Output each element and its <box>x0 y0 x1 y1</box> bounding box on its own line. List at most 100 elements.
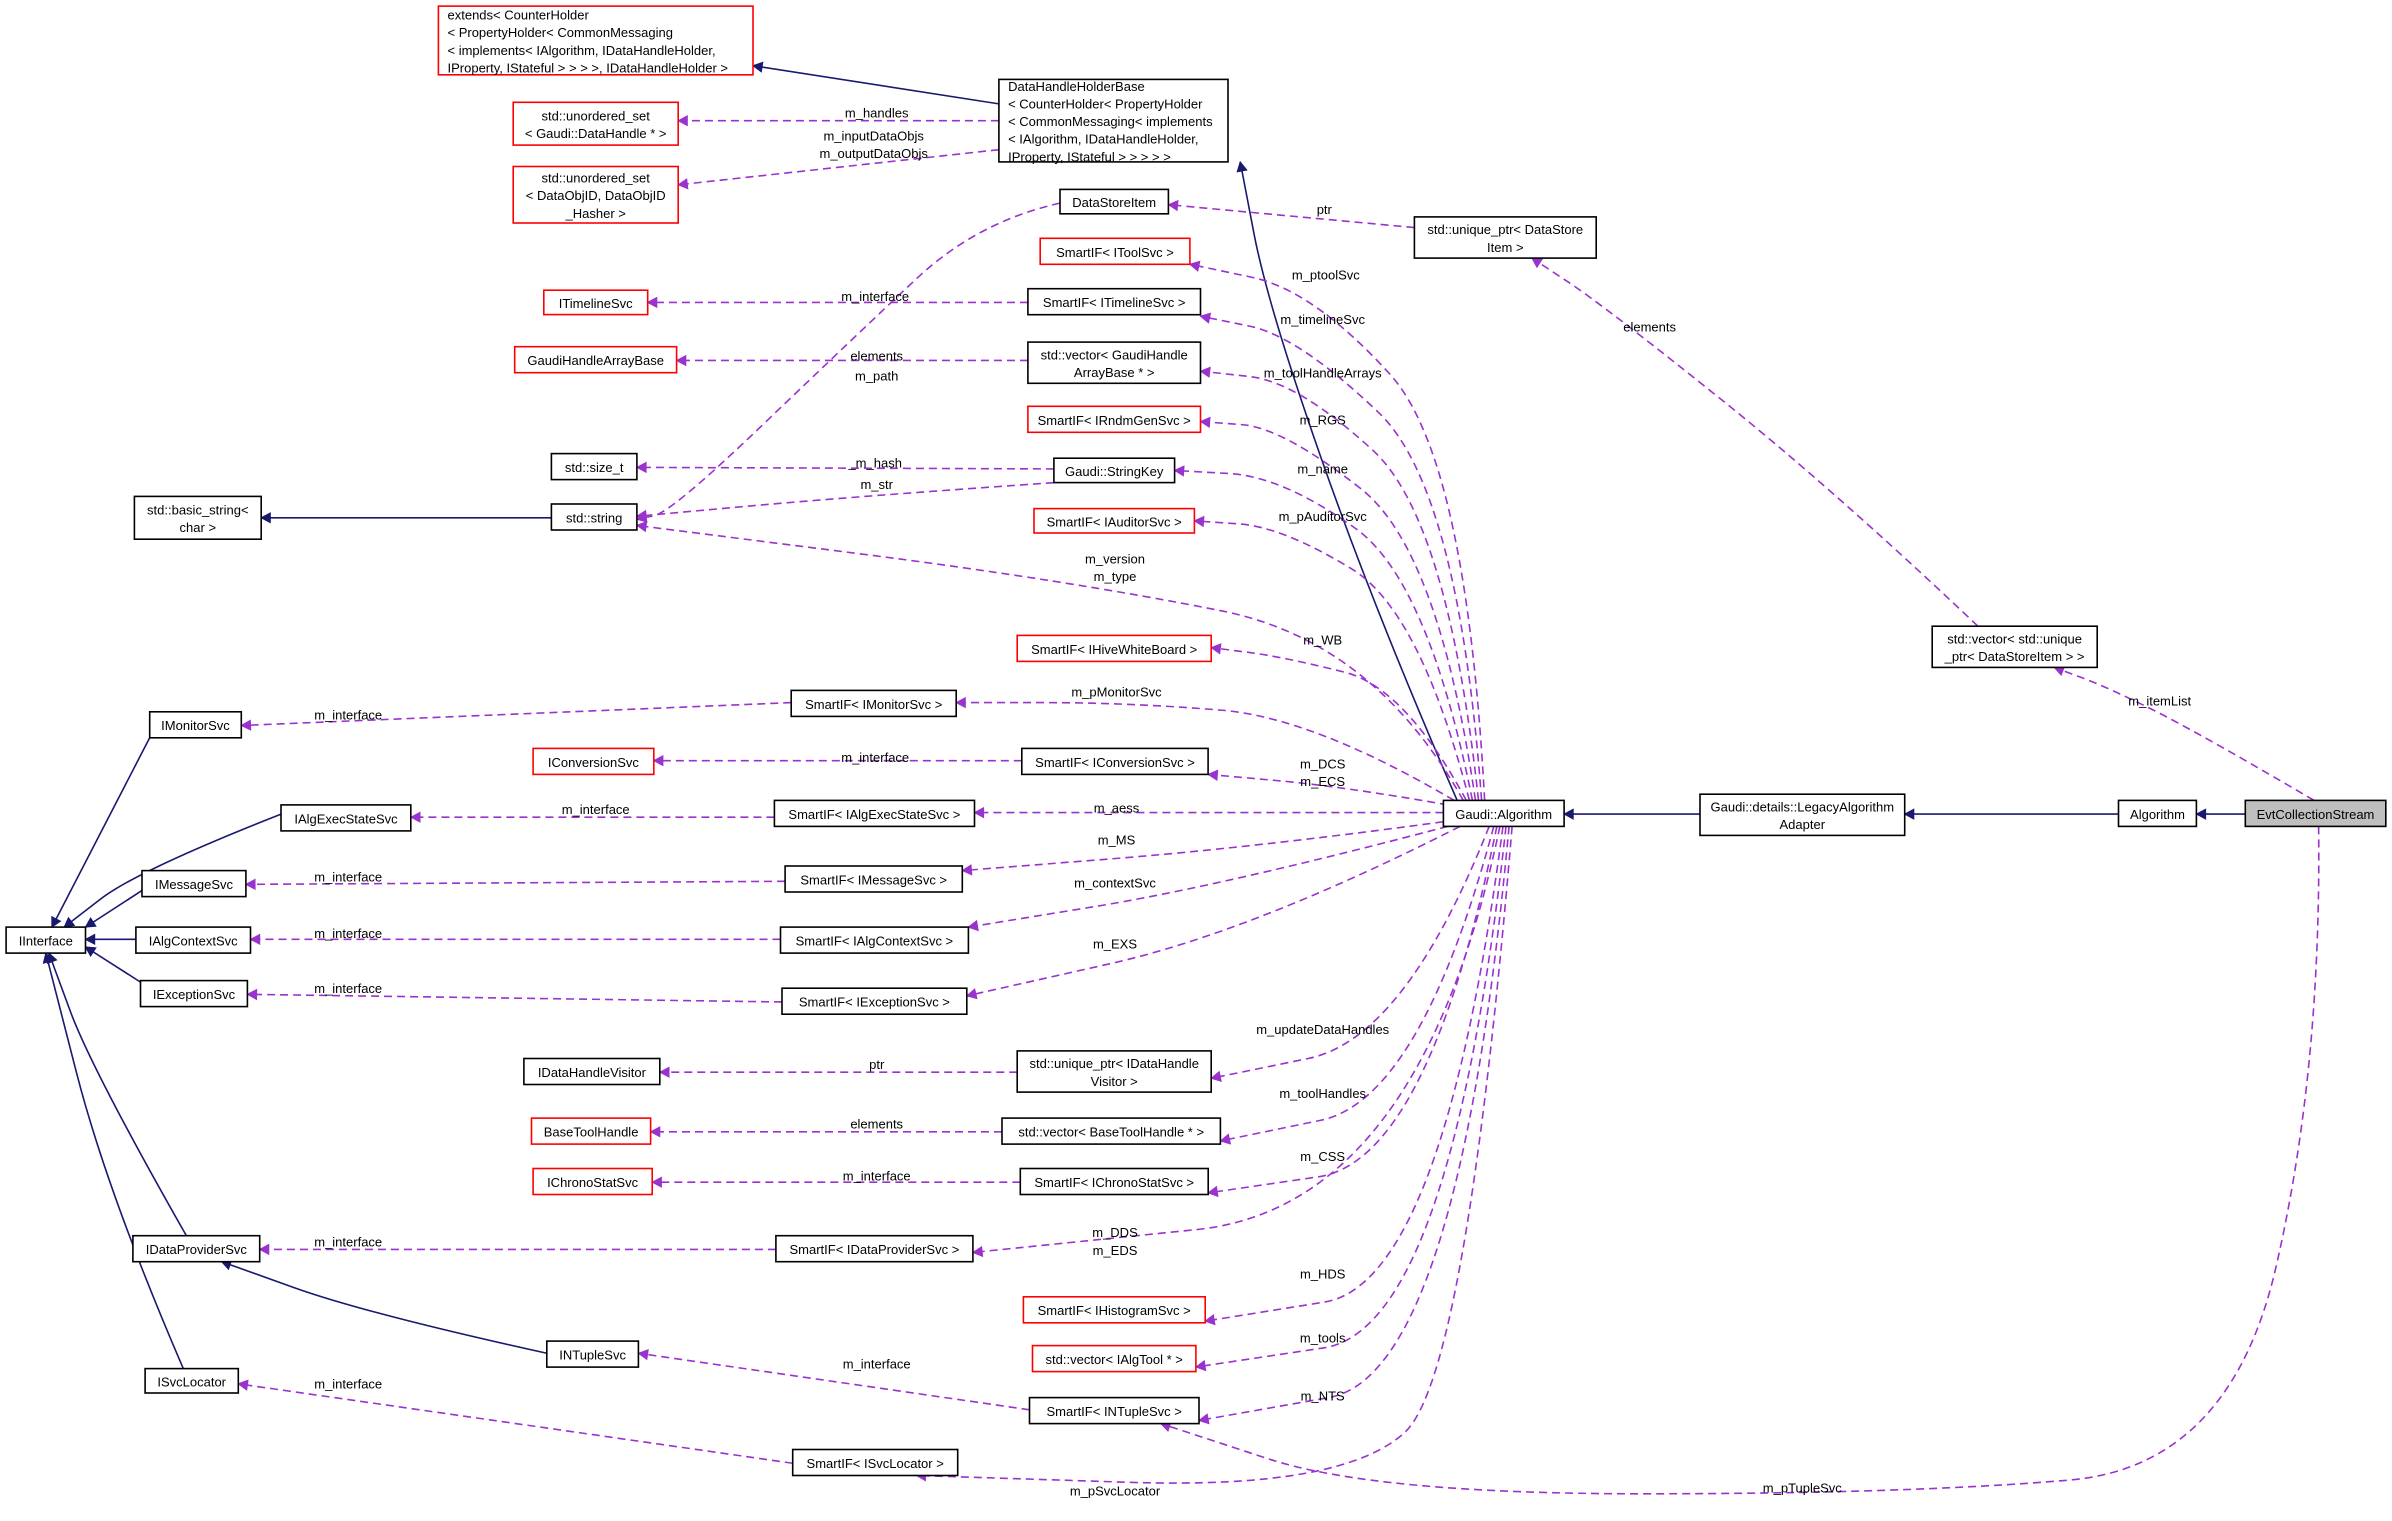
class-node-smartif-chronostatsvc[interactable]: SmartIF< IChronoStatSvc > <box>1019 1167 1209 1196</box>
class-node-smartif-histogramsvc[interactable]: SmartIF< IHistogramSvc > <box>1022 1296 1207 1324</box>
class-node-smartif-auditorsvc[interactable]: SmartIF< IAuditorSvc > <box>1033 507 1196 534</box>
arrowhead <box>260 512 271 524</box>
class-node-basic-string[interactable]: std::basic_string<char > <box>133 495 262 540</box>
class-node-label: std::unique_ptr< DataStore <box>1427 222 1583 237</box>
class-node-vector-basetoolhandle[interactable]: std::vector< BaseToolHandle * > <box>1001 1117 1222 1145</box>
class-node-smartif-exceptionsvc[interactable]: SmartIF< IExceptionSvc > <box>781 987 968 1016</box>
class-node-smartif-dataprovidersvc[interactable]: SmartIF< IDataProviderSvc > <box>775 1234 974 1263</box>
nodes-layer: extends< CounterHolder< PropertyHolder< … <box>5 5 2387 1477</box>
usage-edge-m-tools: m_tools <box>1194 826 1507 1372</box>
class-node-ialgexecstatesvc[interactable]: IAlgExecStateSvc <box>280 804 412 832</box>
class-node-itimelinesvc[interactable]: ITimelineSvc <box>542 289 649 316</box>
arrowhead <box>1199 416 1211 428</box>
edge-line <box>221 1260 547 1355</box>
class-node-smartif-ntuplesvc[interactable]: SmartIF< INTupleSvc > <box>1028 1396 1200 1425</box>
usage-edge-ptr-visitor: ptr <box>658 1057 1018 1078</box>
class-node-size-t[interactable]: std::size_t <box>550 452 638 481</box>
class-node-intuplesvc[interactable]: INTupleSvc <box>545 1340 640 1368</box>
class-node-algorithm[interactable]: Algorithm <box>2117 799 2198 828</box>
class-node-iinterface[interactable]: IInterface <box>5 926 87 954</box>
edge-label: m_name <box>1297 462 1348 477</box>
class-node-vector-unique-datastore[interactable]: std::vector< std::unique_ptr< DataStoreI… <box>1931 625 2098 669</box>
class-node-std-string[interactable]: std::string <box>550 503 638 531</box>
class-node-extends-counterholder[interactable]: extends< CounterHolder< PropertyHolder< … <box>437 5 754 76</box>
class-node-label: IDataProviderSvc <box>146 1242 248 1257</box>
class-node-smartif-timelinesvc[interactable]: SmartIF< ITimelineSvc > <box>1027 287 1202 316</box>
class-node-smartif-monitorsvc[interactable]: SmartIF< IMonitorSvc > <box>790 689 958 718</box>
edge-line <box>1174 469 1474 801</box>
class-node-box <box>1033 507 1196 534</box>
class-node-label: ArrayBase * > <box>1074 365 1155 380</box>
class-node-label: Item > <box>1487 240 1524 255</box>
class-node-datahandleholderbase[interactable]: DataHandleHolderBase< CounterHolder< Pro… <box>998 78 1229 164</box>
usage-edge-m-wb: m_WB <box>1210 633 1468 801</box>
class-node-datastoreitem[interactable]: DataStoreItem <box>1059 188 1170 215</box>
arrowhead <box>973 806 985 819</box>
class-node-vector-gaudihandle[interactable]: std::vector< GaudiHandleArrayBase * > <box>1027 341 1202 385</box>
edge-line <box>1160 826 2320 1495</box>
class-node-iexceptionsvc[interactable]: IExceptionSvc <box>139 979 249 1008</box>
class-node-box <box>790 689 958 718</box>
class-node-idataprovidersvc[interactable]: IDataProviderSvc <box>132 1234 261 1263</box>
class-node-label: ISvcLocator <box>157 1374 226 1389</box>
class-node-box <box>532 747 655 776</box>
class-node-unordered-set-objid[interactable]: std::unordered_set< DataObjID, DataObjID… <box>512 165 680 224</box>
class-node-imessagesvc[interactable]: IMessageSvc <box>141 869 247 898</box>
edge-label: m_inputDataObjs <box>823 129 924 144</box>
class-node-box <box>542 289 649 316</box>
class-node-label: IAlgContextSvc <box>149 934 238 949</box>
edge-line <box>1531 257 1979 627</box>
class-node-idatahandlevisitor[interactable]: IDataHandleVisitor <box>523 1057 661 1086</box>
class-node-box <box>135 926 252 954</box>
class-node-imonitorsvc[interactable]: IMonitorSvc <box>148 710 243 739</box>
class-node-box <box>280 804 412 832</box>
class-node-smartif-rndmgensvc[interactable]: SmartIF< IRndmGenSvc > <box>1027 405 1202 434</box>
class-node-label: std::vector< BaseToolHandle * > <box>1018 1125 1204 1140</box>
class-node-basetoolhandle[interactable]: BaseToolHandle <box>530 1117 652 1145</box>
usage-edge-m-updatedatahandles: m_updateDataHandles <box>1210 826 1490 1083</box>
class-node-smartif-svclocator[interactable]: SmartIF< ISvcLocator > <box>791 1448 959 1477</box>
usage-edge-m-ptoolsvc: m_ptoolSvc <box>1188 260 1486 801</box>
class-node-box <box>144 1367 240 1394</box>
class-node-box <box>1059 188 1170 215</box>
class-node-label: std::vector< std::unique <box>1947 632 2082 647</box>
class-node-smartif-conversionsvc[interactable]: SmartIF< IConversionSvc > <box>1020 747 1209 776</box>
class-node-iconversionsvc[interactable]: IConversionSvc <box>532 747 655 776</box>
class-node-unique-ptr-visitor[interactable]: std::unique_ptr< IDataHandleVisitor > <box>1016 1050 1213 1093</box>
class-node-box <box>139 979 249 1008</box>
class-node-label: Gaudi::StringKey <box>1065 464 1164 479</box>
class-node-gaudi-stringkey[interactable]: Gaudi::StringKey <box>1053 457 1176 484</box>
class-node-gaudi-algorithm[interactable]: Gaudi::Algorithm <box>1442 799 1565 828</box>
edge-label: m_interface <box>314 707 382 722</box>
class-node-ialgcontextsvc[interactable]: IAlgContextSvc <box>135 926 252 954</box>
usage-edge-m-interface-ntuple: m_interface <box>637 1348 1030 1411</box>
usage-edge-m-hash: _m_hash <box>635 455 1054 474</box>
class-node-box <box>1053 457 1176 484</box>
class-node-box <box>2117 799 2198 828</box>
class-node-evtcollectionstream[interactable]: EvtCollectionStream <box>2244 799 2387 828</box>
class-node-smartif-algexecstatesvc[interactable]: SmartIF< IAlgExecStateSvc > <box>773 799 976 828</box>
edge-line <box>636 466 1054 470</box>
class-node-smartif-algcontextsvc[interactable]: SmartIF< IAlgContextSvc > <box>779 926 970 954</box>
edge-label: m_pTupleSvc <box>1763 1480 1842 1495</box>
edge-line <box>45 952 185 1369</box>
edge-label: m_interface <box>314 869 382 884</box>
class-node-box <box>148 710 243 739</box>
class-node-isvclocator[interactable]: ISvcLocator <box>144 1367 240 1394</box>
class-node-vector-algtool[interactable]: std::vector< IAlgTool * > <box>1031 1344 1197 1373</box>
edge-label: m_aess <box>1094 801 1140 816</box>
class-node-unique-ptr-datastore[interactable]: std::unique_ptr< DataStoreItem > <box>1413 216 1598 259</box>
edge-line <box>1200 370 1480 801</box>
class-node-label: std::unordered_set <box>541 171 650 186</box>
edges-layer: m_handlesm_inputDataObjsm_outputDataObjs… <box>42 61 2320 1498</box>
class-node-smartif-messagesvc[interactable]: SmartIF< IMessageSvc > <box>784 865 964 893</box>
class-node-unordered-set-handle[interactable]: std::unordered_set< Gaudi::DataHandle * … <box>512 101 680 146</box>
class-node-label: IExceptionSvc <box>153 987 236 1002</box>
edge-label: m_pMonitorSvc <box>1071 685 1162 700</box>
class-node-ichronostatsvc[interactable]: IChronoStatSvc <box>532 1167 653 1196</box>
class-node-smartif-hivewhiteboard[interactable]: SmartIF< IHiveWhiteBoard > <box>1016 634 1213 663</box>
class-node-gaudihandlearraybase[interactable]: GaudiHandleArrayBase <box>513 345 678 374</box>
class-node-smartif-toolsvc[interactable]: SmartIF< IToolSvc > <box>1039 237 1191 266</box>
usage-edge-m-aess: m_aess <box>973 801 1444 819</box>
